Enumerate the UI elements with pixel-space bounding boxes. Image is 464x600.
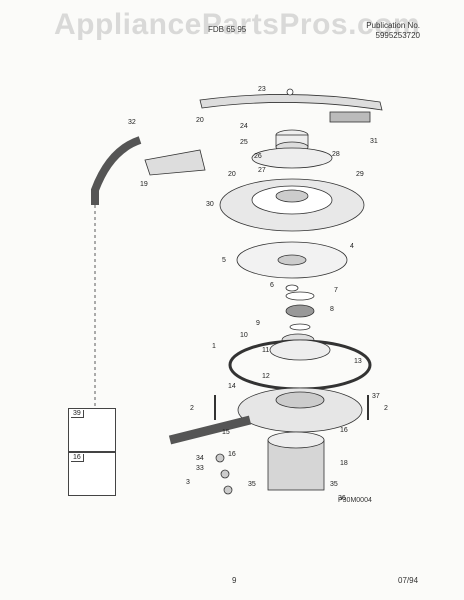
callout-number: 24 xyxy=(240,123,248,130)
inset-box-39: 39 xyxy=(68,408,116,452)
callout-number: 10 xyxy=(240,332,248,339)
inlet-hose xyxy=(91,136,142,205)
callout-number: 37 xyxy=(372,393,380,400)
callout-number: 35 xyxy=(248,481,256,488)
mounting-bracket xyxy=(144,149,206,176)
callout-number: 23 xyxy=(258,86,266,93)
callout-number: 3 xyxy=(186,479,190,486)
callout-number: 36 xyxy=(338,495,346,502)
callout-number: 25 xyxy=(240,139,248,146)
callout-number: 29 xyxy=(356,171,364,178)
callout-number: 27 xyxy=(258,167,266,174)
callout-number: 26 xyxy=(254,153,262,160)
callout-number: 13 xyxy=(354,358,362,365)
drawing-id: P30M0004 xyxy=(338,497,372,504)
model-code: FDB 65 95 xyxy=(208,25,247,34)
callout-number: 5 xyxy=(222,257,226,264)
seal-part xyxy=(285,304,315,318)
callout-number: 14 xyxy=(228,383,236,390)
callout-number: 2 xyxy=(384,405,388,412)
callout-number: 12 xyxy=(262,373,270,380)
filter-disc xyxy=(251,147,333,169)
callout-number: 8 xyxy=(330,306,334,313)
callout-number: 33 xyxy=(196,465,204,472)
upper-spray-arm xyxy=(199,94,383,111)
watermark: AppliancePartsPros.com xyxy=(54,8,421,41)
callout-number: 19 xyxy=(140,181,148,188)
callout-number: 16 xyxy=(340,427,348,434)
callout-number: 20 xyxy=(196,117,204,124)
callout-number: 11 xyxy=(262,347,269,354)
callout-number: 15 xyxy=(222,429,230,436)
inset-label: 39 xyxy=(71,410,84,418)
callout-number: 32 xyxy=(128,119,136,126)
callout-number: 28 xyxy=(332,151,340,158)
callout-number: 4 xyxy=(350,243,354,250)
inset-box-16: 16 xyxy=(68,452,116,496)
callout-number: 31 xyxy=(370,138,378,145)
callout-number: 1 xyxy=(212,343,216,350)
publication-label: Publication No. xyxy=(366,21,420,30)
callout-number: 7 xyxy=(334,287,338,294)
revision-date: 07/94 xyxy=(398,576,419,585)
callout-number: 35 xyxy=(330,481,338,488)
inset-label: 16 xyxy=(71,454,84,462)
callout-number: 2 xyxy=(190,405,194,412)
callout-number: 18 xyxy=(340,460,348,467)
callout-number: 34 xyxy=(196,455,204,462)
page-number: 9 xyxy=(232,576,237,585)
callout-number: 6 xyxy=(270,282,274,289)
publication-number: 5995253720 xyxy=(375,31,421,40)
callout-number: 16 xyxy=(228,451,236,458)
callout-number: 20 xyxy=(228,171,236,178)
brush-part xyxy=(329,111,371,123)
drain-hose xyxy=(168,415,252,445)
callout-number: 30 xyxy=(206,201,214,208)
callout-number: 9 xyxy=(256,320,260,327)
